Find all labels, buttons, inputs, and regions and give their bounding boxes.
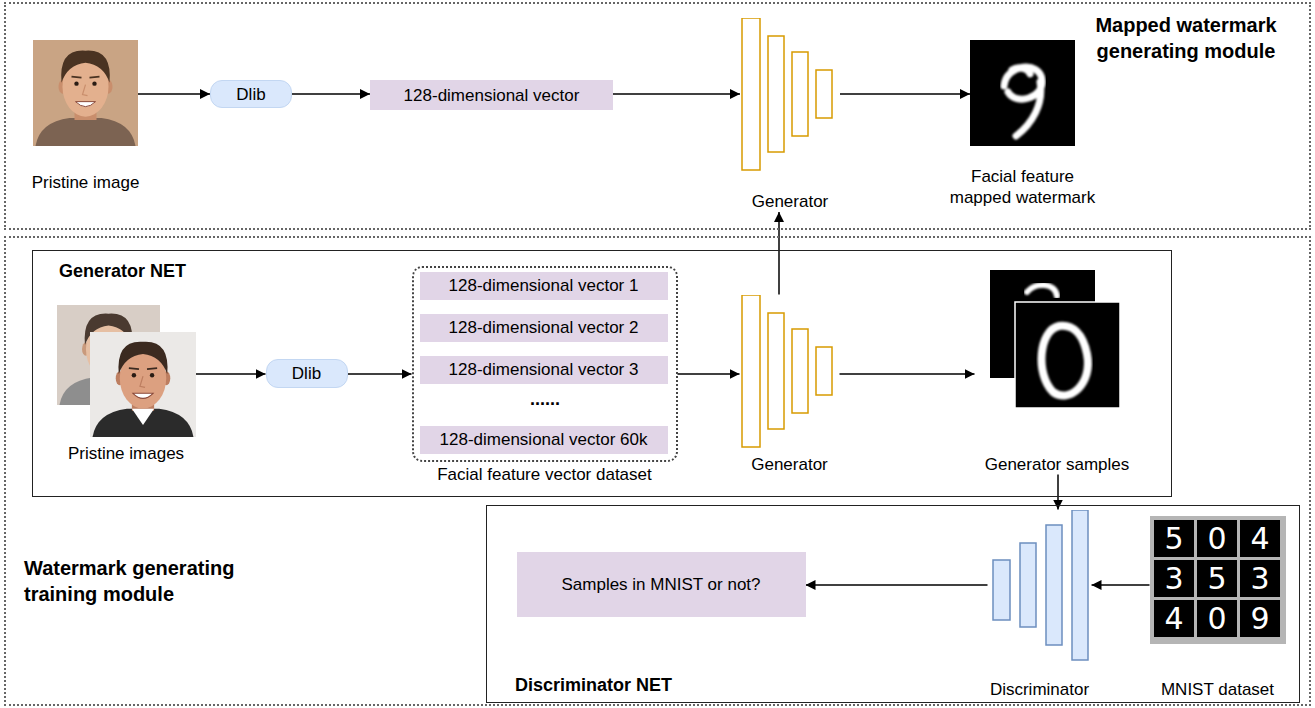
face-illustration (33, 40, 138, 146)
node-text: Discriminator NET (515, 675, 672, 696)
face-illustration (57, 305, 196, 437)
process-pill: Dlib (210, 80, 292, 108)
node-text: 128-dimensional vector 60k (440, 429, 648, 450)
vector-box: 128-dimensional vector (370, 80, 613, 110)
mnist-digit: 9 (1250, 604, 1269, 634)
mnist-digit: 0 (1207, 524, 1226, 554)
node-text: 128-dimensional vector 3 (449, 359, 639, 380)
vector-box: 128-dimensional vector 60k (420, 426, 668, 454)
network-panel: Generator NETPristine imagesDlibFacial f… (32, 250, 1172, 497)
mnist-digit: 5 (1164, 524, 1183, 554)
module-region: Watermark generating training module Gene… (4, 236, 1311, 706)
flow-arrow (613, 93, 740, 95)
process-pill: Dlib (266, 359, 348, 388)
node-text: Facial feature vector dataset (415, 464, 675, 485)
node-text: Pristine image (6, 172, 166, 193)
node-text: Generator (740, 191, 840, 212)
flow-arrow (348, 373, 412, 375)
node-text: Watermark generating training module (24, 555, 304, 607)
flow-arrow (196, 373, 266, 375)
node-text: Generator (740, 454, 840, 475)
ellipsis-dots: ...... (530, 390, 560, 408)
flow-arrow (678, 373, 740, 375)
module-region: Mapped watermark generating modulePristi… (4, 2, 1311, 230)
vector-box: 128-dimensional vector 3 (420, 356, 668, 384)
mnist-digit: 0 (1207, 604, 1226, 634)
mnist-digit: 3 (1250, 564, 1269, 594)
sample-images: Generator samples (975, 270, 1140, 475)
network-layers (740, 295, 840, 475)
network-layers (740, 18, 840, 212)
flow-arrow (778, 212, 780, 295)
mnist-digit: 4 (1250, 524, 1269, 554)
dataset-group: Facial feature vector dataset128-dimensi… (412, 266, 678, 462)
node-text: Dlib (292, 363, 321, 384)
node-text: MNIST dataset (1150, 679, 1286, 700)
mnist-digit: 3 (1164, 564, 1183, 594)
watermark-illustration (970, 40, 1075, 146)
flow-arrow (1092, 584, 1150, 586)
node-text: 128-dimensional vector 1 (449, 275, 639, 296)
generator-network: Generator (740, 295, 840, 475)
decision-box: Samples in MNIST or not? (517, 552, 806, 617)
node-text: Dlib (236, 84, 265, 105)
node-text: Generator samples (975, 454, 1140, 475)
node-text: Pristine images (41, 443, 211, 464)
vector-box: 128-dimensional vector 2 (420, 314, 668, 342)
flow-arrow (840, 373, 975, 375)
face-photos: Pristine images (57, 305, 196, 437)
node-text: Samples in MNIST or not? (561, 574, 760, 595)
node-text: Generator NET (59, 261, 186, 282)
face-photo: Pristine image (33, 40, 138, 146)
mnist-digit: 5 (1207, 564, 1226, 594)
mnist-digit: 4 (1164, 604, 1183, 634)
discriminator-network: Discriminator (988, 510, 1092, 700)
flow-arrow (806, 584, 988, 586)
node-text: Mapped watermark generating module (1071, 12, 1301, 64)
flow-arrow (138, 93, 210, 95)
flow-arrow (840, 93, 970, 95)
network-layers (988, 510, 1092, 700)
vector-box: 128-dimensional vector 1 (420, 272, 668, 300)
sample-illustration (975, 270, 1140, 475)
generator-network: Generator (740, 18, 840, 212)
node-text: 128-dimensional vector (404, 85, 580, 106)
watermark-image: Facial feature mapped watermark (970, 40, 1075, 146)
node-text: Discriminator (988, 679, 1092, 700)
flow-arrow (292, 93, 370, 95)
node-text: 128-dimensional vector 2 (449, 317, 639, 338)
node-text: Facial feature mapped watermark (943, 166, 1103, 208)
